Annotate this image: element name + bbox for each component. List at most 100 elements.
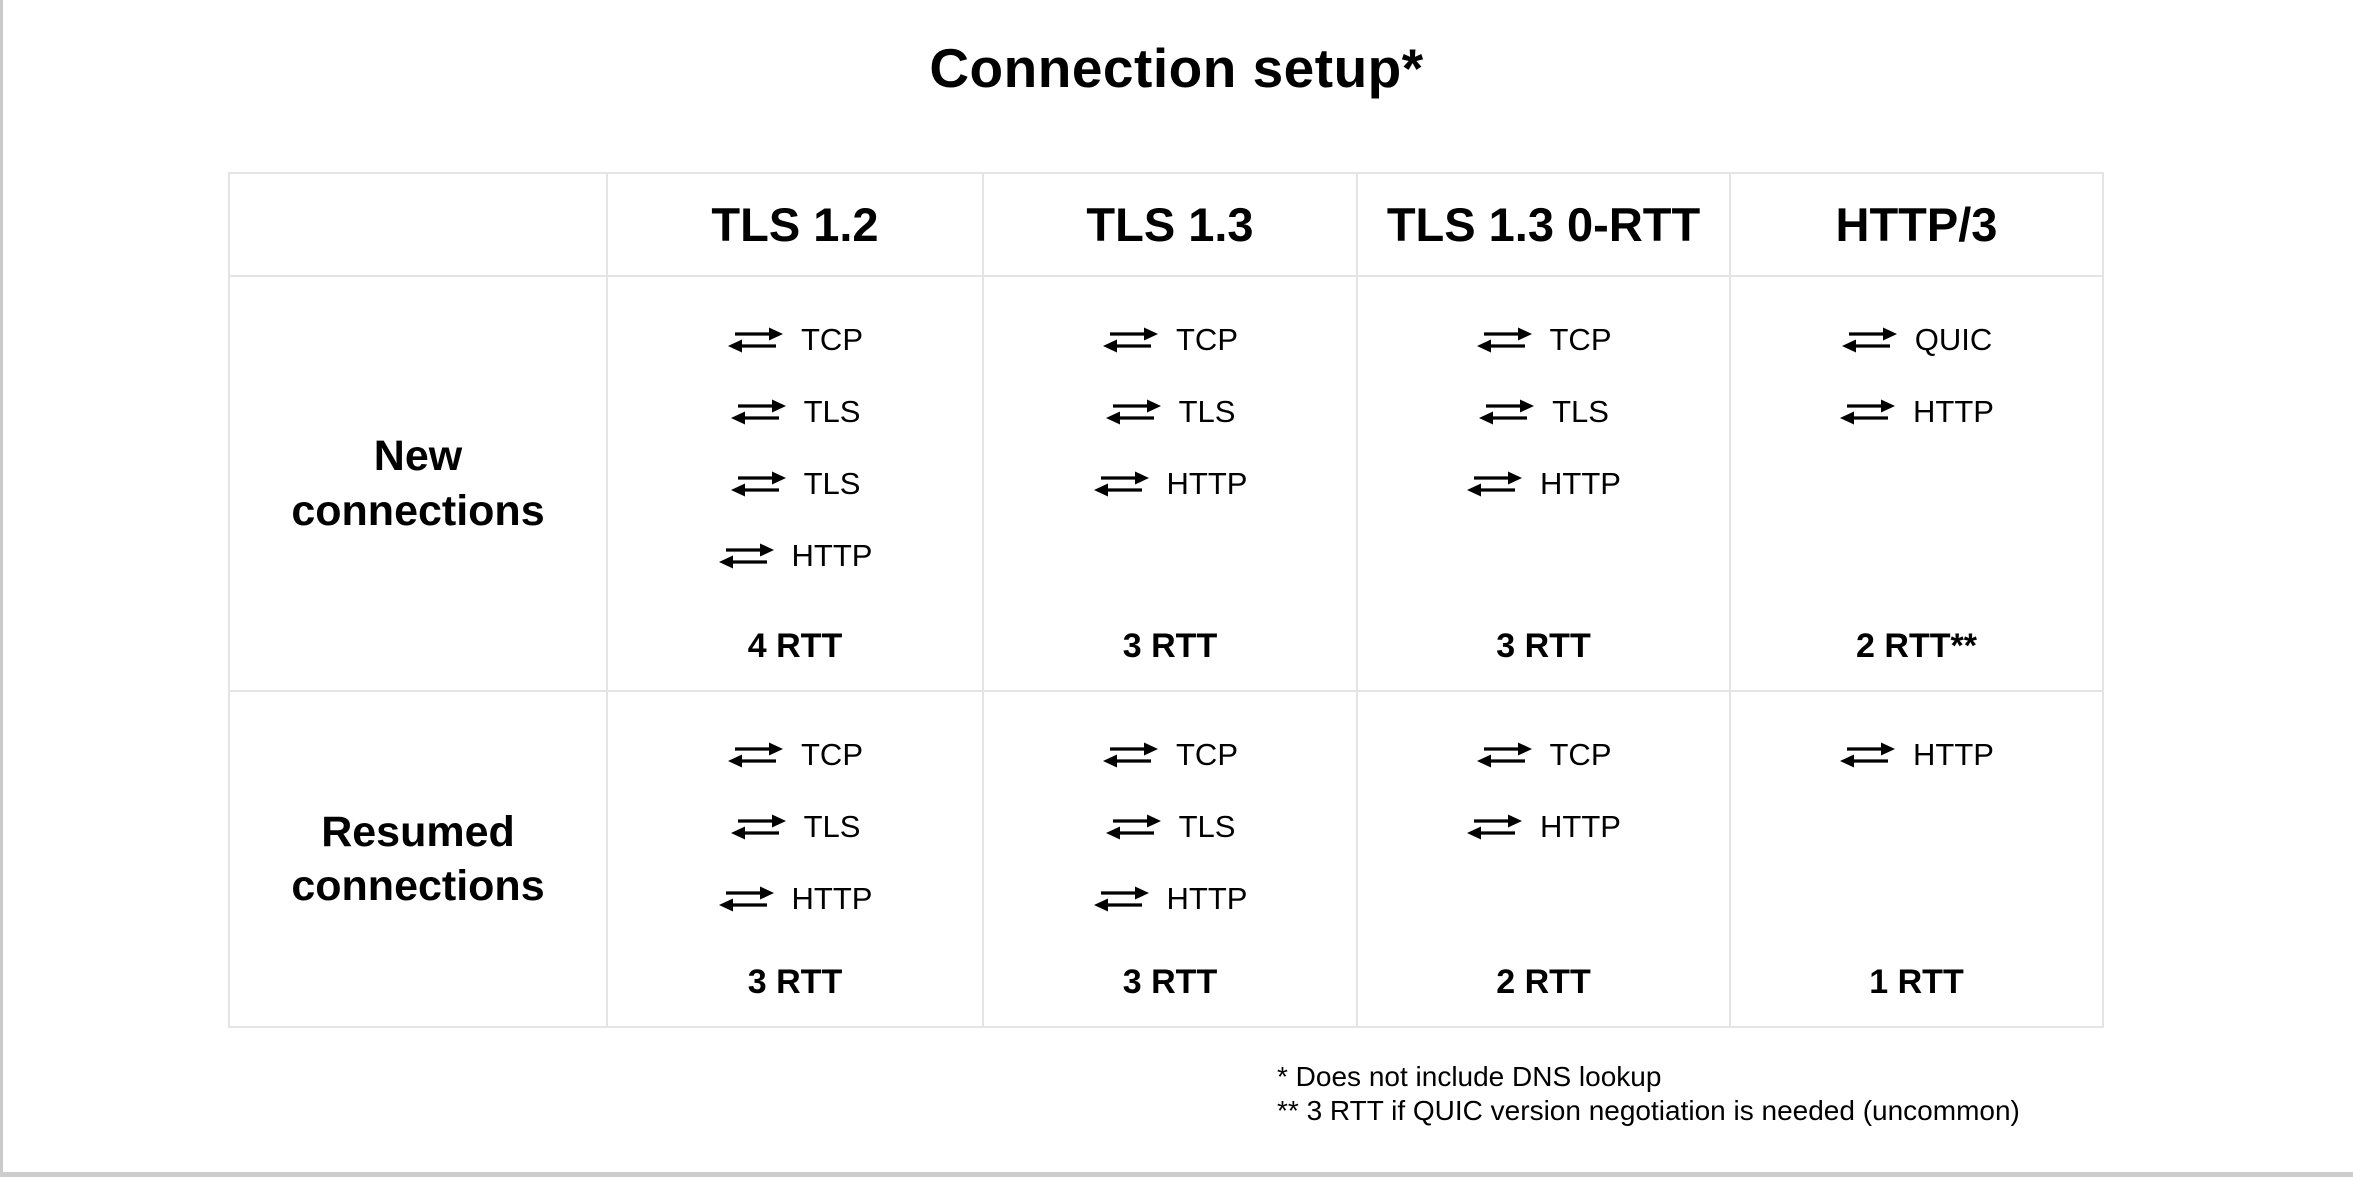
protocol-label: HTTP <box>1540 809 1621 844</box>
rtt-total: 1 RTT <box>1869 963 1964 1001</box>
handshake-step: HTTP <box>1358 461 1729 507</box>
protocol-label: TLS <box>1178 809 1236 844</box>
protocol-label: HTTP <box>1166 881 1248 916</box>
protocol-label: HTTP <box>1913 737 1994 772</box>
handshake-step: TCP <box>1358 317 1729 363</box>
handshake-steps: TCP HTTP <box>1358 732 1729 876</box>
cell-new-http3: QUIC HTTP 2 RTT** <box>1731 277 2102 692</box>
protocol-label: TLS <box>1552 394 1609 429</box>
round-trip-arrows-icon <box>1093 885 1150 913</box>
handshake-step: TLS <box>984 804 1356 850</box>
round-trip-arrows-icon <box>727 326 784 354</box>
handshake-steps: TCP TLS TLS HTTP <box>608 317 982 605</box>
rtt-total: 2 RTT <box>1496 963 1591 1001</box>
column-header-tls-1-3-0rtt: TLS 1.3 0-RTT <box>1358 174 1731 277</box>
protocol-label: HTTP <box>791 881 873 916</box>
protocol-label: TLS <box>803 809 861 844</box>
handshake-step: HTTP <box>984 876 1356 922</box>
protocol-label: HTTP <box>791 538 873 573</box>
handshake-steps: TCP TLS HTTP <box>984 317 1356 533</box>
protocol-label: TCP <box>1549 322 1612 357</box>
column-header-tls-1-2: TLS 1.2 <box>608 174 984 277</box>
protocol-label: TCP <box>1176 737 1238 772</box>
cell-resumed-tls-1-3-0rtt: TCP HTTP 2 RTT <box>1358 692 1731 1026</box>
handshake-step: HTTP <box>608 533 982 579</box>
round-trip-arrows-icon <box>1102 326 1159 354</box>
protocol-label: HTTP <box>1913 394 1994 429</box>
round-trip-arrows-icon <box>1476 326 1533 354</box>
handshake-step: QUIC <box>1731 317 2102 363</box>
round-trip-arrows-icon <box>730 398 787 426</box>
cell-resumed-http3: HTTP 1 RTT <box>1731 692 2102 1026</box>
handshake-step: HTTP <box>608 876 982 922</box>
handshake-steps: QUIC HTTP <box>1731 317 2102 461</box>
handshake-step: TLS <box>608 389 982 435</box>
protocol-label: TCP <box>1176 322 1238 357</box>
page-title: Connection setup* <box>929 37 1424 99</box>
handshake-step: TCP <box>1358 732 1729 778</box>
round-trip-arrows-icon <box>1839 741 1896 769</box>
handshake-step: HTTP <box>1731 732 2102 778</box>
handshake-step: TLS <box>984 389 1356 435</box>
handshake-step: TCP <box>984 317 1356 363</box>
handshake-step: HTTP <box>1358 804 1729 850</box>
protocol-label: QUIC <box>1914 322 1993 357</box>
rtt-total: 3 RTT <box>747 963 843 1001</box>
round-trip-arrows-icon <box>1466 813 1523 841</box>
cell-new-tls-1-3-0rtt: TCP TLS HTTP 3 RTT <box>1358 277 1731 692</box>
column-header-http3: HTTP/3 <box>1731 174 2102 277</box>
handshake-step: TLS <box>608 461 982 507</box>
protocol-label: HTTP <box>1540 466 1621 501</box>
round-trip-arrows-icon <box>1093 470 1150 498</box>
handshake-step: TLS <box>1358 389 1729 435</box>
rtt-total: 2 RTT** <box>1856 627 1977 665</box>
round-trip-arrows-icon <box>730 813 787 841</box>
footnote-dns: * Does not include DNS lookup <box>1277 1061 1662 1092</box>
round-trip-arrows-icon <box>718 542 775 570</box>
row-label-resumed-connections: Resumed connections <box>230 692 608 1026</box>
handshake-steps: TCP TLS HTTP <box>608 732 982 948</box>
round-trip-arrows-icon <box>727 741 784 769</box>
protocol-label: TLS <box>803 466 861 501</box>
protocol-label: TCP <box>801 737 863 772</box>
handshake-steps: HTTP <box>1731 732 2102 804</box>
round-trip-arrows-icon <box>1841 326 1898 354</box>
rtt-total: 3 RTT <box>1122 963 1218 1001</box>
cell-resumed-tls-1-2: TCP TLS HTTP 3 RTT <box>608 692 984 1026</box>
round-trip-arrows-icon <box>1105 813 1162 841</box>
round-trip-arrows-icon <box>1102 741 1159 769</box>
handshake-steps: TCP TLS HTTP <box>984 732 1356 948</box>
round-trip-arrows-icon <box>730 470 787 498</box>
cell-new-tls-1-2: TCP TLS TLS HTTP 4 RTT <box>608 277 984 692</box>
rtt-total: 3 RTT <box>1496 627 1591 665</box>
protocol-label: HTTP <box>1166 466 1248 501</box>
footnote-quic-negotiation: ** 3 RTT if QUIC version negotiation is … <box>1277 1095 2020 1126</box>
handshake-step: TCP <box>608 317 982 363</box>
round-trip-arrows-icon <box>718 885 775 913</box>
handshake-steps: TCP TLS HTTP <box>1358 317 1729 533</box>
protocol-label: TLS <box>1178 394 1236 429</box>
round-trip-arrows-icon <box>1466 470 1523 498</box>
handshake-step: HTTP <box>984 461 1356 507</box>
round-trip-arrows-icon <box>1476 741 1533 769</box>
column-header-tls-1-3: TLS 1.3 <box>984 174 1358 277</box>
rtt-total: 4 RTT <box>747 627 843 665</box>
rtt-total: 3 RTT <box>1122 627 1218 665</box>
corner-cell <box>230 174 608 277</box>
left-edge-line <box>0 0 3 1177</box>
round-trip-arrows-icon <box>1478 398 1535 426</box>
round-trip-arrows-icon <box>1105 398 1162 426</box>
handshake-step: HTTP <box>1731 389 2102 435</box>
connection-setup-table: TLS 1.2 TLS 1.3 TLS 1.3 0-RTT HTTP/3 New… <box>228 172 2104 1028</box>
handshake-step: TLS <box>608 804 982 850</box>
protocol-label: TCP <box>1549 737 1612 772</box>
protocol-label: TCP <box>801 322 863 357</box>
protocol-label: TLS <box>803 394 861 429</box>
cell-resumed-tls-1-3: TCP TLS HTTP 3 RTT <box>984 692 1358 1026</box>
handshake-step: TCP <box>608 732 982 778</box>
bottom-edge-line <box>0 1172 2353 1177</box>
row-label-new-connections: New connections <box>230 277 608 692</box>
round-trip-arrows-icon <box>1839 398 1896 426</box>
footnotes: * Does not include DNS lookup ** 3 RTT i… <box>1277 1060 2020 1128</box>
